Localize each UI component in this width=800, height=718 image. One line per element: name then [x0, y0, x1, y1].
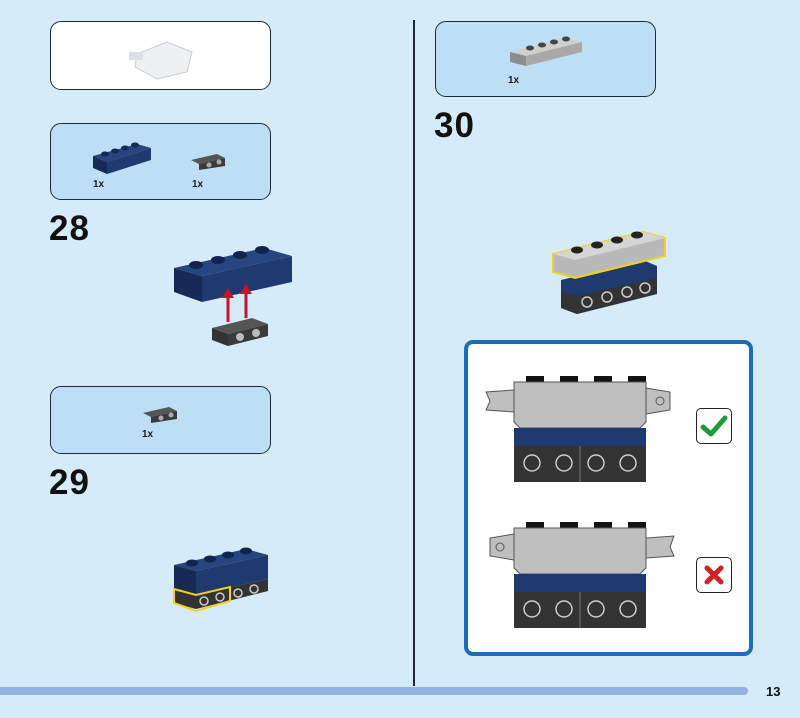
orientation-callout: [464, 340, 753, 656]
light-grey-hinge-brick-image: [510, 36, 582, 66]
part-qty: 1x: [142, 429, 154, 440]
step-number: 28: [49, 209, 90, 248]
step-28-assembly-image: [174, 246, 292, 346]
step-number: 30: [434, 106, 475, 145]
wrong-orientation-image: [489, 522, 675, 628]
part-qty: 1x: [93, 179, 105, 190]
step-30-assembly-image: [552, 230, 666, 314]
page-number: 13: [766, 684, 781, 699]
ghost-subassembly-image: [129, 41, 193, 80]
parts-panel-step-28: 1x 1x: [50, 123, 271, 200]
correct-orientation-image: [485, 376, 671, 482]
parts-panel-step-30: 1x: [435, 21, 656, 97]
column-divider: [413, 20, 415, 686]
dark-grey-plate-image: [143, 407, 177, 423]
step-number: 29: [49, 463, 90, 502]
cross-icon: [704, 565, 724, 585]
dark-grey-plate-image: [191, 154, 225, 170]
subassembly-preview-panel: [50, 21, 271, 90]
check-icon: [700, 415, 728, 437]
part-qty: 1x: [192, 179, 204, 190]
step-29-assembly-image: [173, 547, 268, 613]
wrong-indicator: [696, 557, 732, 593]
parts-panel-step-29: 1x: [50, 386, 271, 454]
part-qty: 1x: [508, 75, 520, 86]
page-footer-bar: [0, 687, 748, 695]
correct-indicator: [696, 408, 732, 444]
dark-blue-brick-1x4-image: [93, 142, 151, 174]
